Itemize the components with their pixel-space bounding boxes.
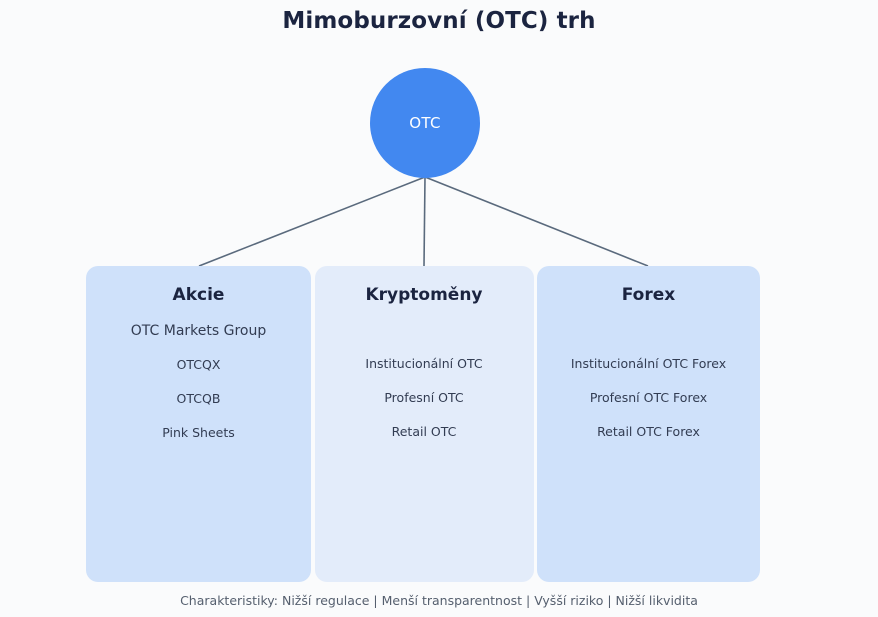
branch-card-item: Institucionální OTC Forex [570,356,727,371]
branch-card-item: Retail OTC Forex [597,424,700,439]
branch-card-forex[interactable]: Forex Institucionální OTC Forex Profesní… [537,266,760,582]
branch-card-heading: Kryptoměny [365,285,483,305]
branch-card-item: Retail OTC [391,424,457,439]
branch-card-item: Institucionální OTC [365,356,483,371]
branch-card-item: Pink Sheets [162,425,235,440]
connector-line-forex [424,176,649,267]
connector-line-akcie [198,176,426,267]
branch-card-lead-item: OTC Markets Group [130,323,267,339]
hub-node-otc[interactable]: OTC [370,68,480,178]
connector-line-kryptomeny [423,176,426,267]
branch-card-akcie[interactable]: Akcie OTC Markets Group OTCQX OTCQB Pink… [86,266,311,582]
branch-card-kryptomeny[interactable]: Kryptoměny Institucionální OTC Profesní … [314,266,534,582]
branch-card-item: OTCQB [176,391,221,406]
branch-card-item: Profesní OTC Forex [589,390,708,405]
branch-card-items: Institucionální OTC Profesní OTC Retail … [315,314,534,449]
page-title: Mimoburzovní (OTC) trh [282,8,596,34]
branch-card-items: OTC Markets Group OTCQX OTCQB Pink Sheet… [86,314,311,450]
branch-card-item: Profesní OTC [384,390,464,405]
branch-card-item: OTCQX [176,357,221,372]
footer-characteristics-note: Charakteristiky: Nižší regulace | Menší … [180,593,698,608]
branch-card-heading: Forex [621,285,676,305]
hub-node-label: OTC [409,114,441,132]
branch-card-items: Institucionální OTC Forex Profesní OTC F… [537,314,760,449]
branch-card-heading: Akcie [172,285,225,305]
branch-cards-row: Akcie OTC Markets Group OTCQX OTCQB Pink… [86,266,760,582]
